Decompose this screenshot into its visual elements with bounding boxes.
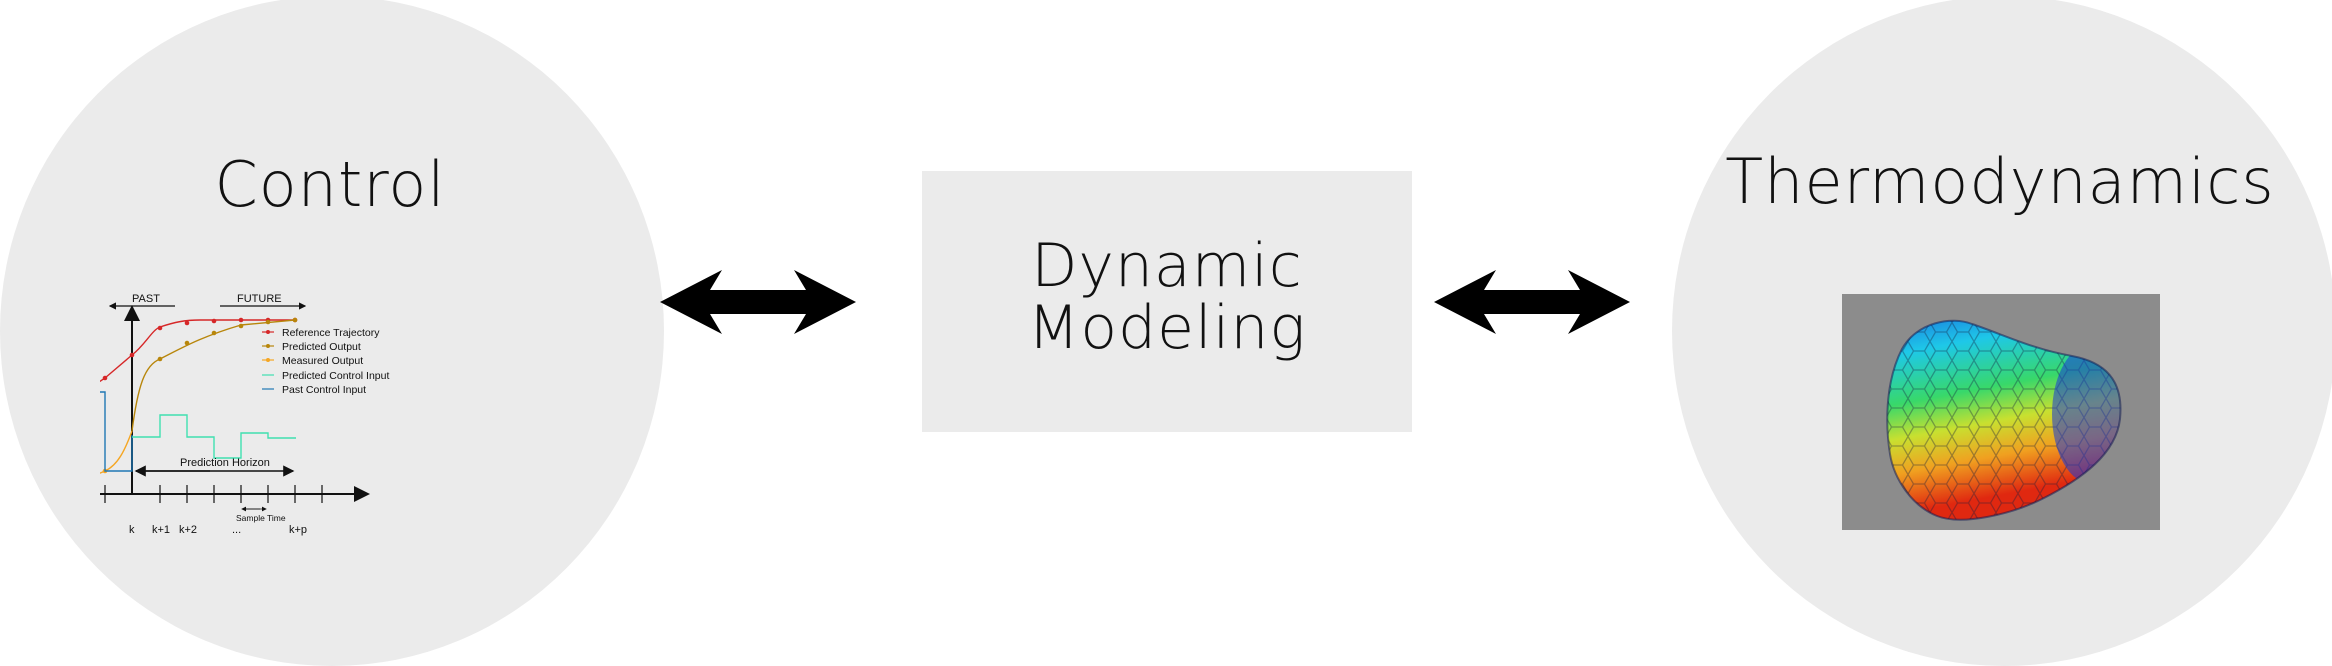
- tick-label-k1: k+1: [152, 524, 170, 536]
- x-ticks: [104, 485, 323, 503]
- predicted-output-points: [157, 317, 298, 362]
- control-circle: [0, 0, 664, 666]
- legend-item: Measured Output: [262, 355, 363, 367]
- tick-label-k2: k+2: [179, 524, 197, 536]
- legend-item: Reference Trajectory: [262, 327, 380, 339]
- thermodynamics-image: [1842, 294, 2160, 530]
- thermodynamics-title: Thermodynamics: [1725, 145, 2275, 218]
- predicted-control-input-line: [132, 414, 296, 459]
- tick-label-k: k: [129, 524, 135, 536]
- past-control-input-line: [100, 391, 133, 472]
- legend-reference-trajectory: Reference Trajectory: [282, 327, 380, 339]
- sample-time-label: Sample Time: [236, 513, 286, 523]
- dynamic-modeling-line-1: Dynamic: [1031, 231, 1303, 301]
- legend-predicted-output: Predicted Output: [282, 341, 361, 353]
- mpc-diagram: PAST FUTURE Reference Tra: [100, 293, 389, 536]
- legend-item: Predicted Output: [262, 341, 361, 353]
- past-label: PAST: [132, 293, 160, 305]
- dynamic-modeling-box: Dynamic Modeling: [922, 171, 1412, 432]
- future-label: FUTURE: [237, 293, 282, 305]
- reference-trajectory-points: [102, 317, 298, 381]
- prediction-horizon-label: Prediction Horizon: [180, 457, 270, 469]
- legend-item: Past Control Input: [262, 384, 366, 396]
- legend-past-control-input: Past Control Input: [282, 384, 366, 396]
- tick-label-dots: ...: [232, 524, 241, 536]
- dynamic-modeling-title: Dynamic Modeling: [922, 235, 1412, 359]
- legend-predicted-control-input: Predicted Control Input: [282, 370, 389, 382]
- reference-trajectory-line: [100, 319, 295, 383]
- legend: Reference Trajectory Predicted Output Me…: [262, 327, 389, 396]
- legend-item: Predicted Control Input: [262, 370, 389, 382]
- double-arrow-right: [1434, 270, 1630, 334]
- double-arrow-left: [660, 270, 856, 334]
- control-title: Control: [214, 148, 446, 221]
- legend-measured-output: Measured Output: [282, 355, 363, 367]
- tick-label-kp: k+p: [289, 524, 307, 536]
- dynamic-modeling-line-2: Modeling: [1027, 293, 1307, 363]
